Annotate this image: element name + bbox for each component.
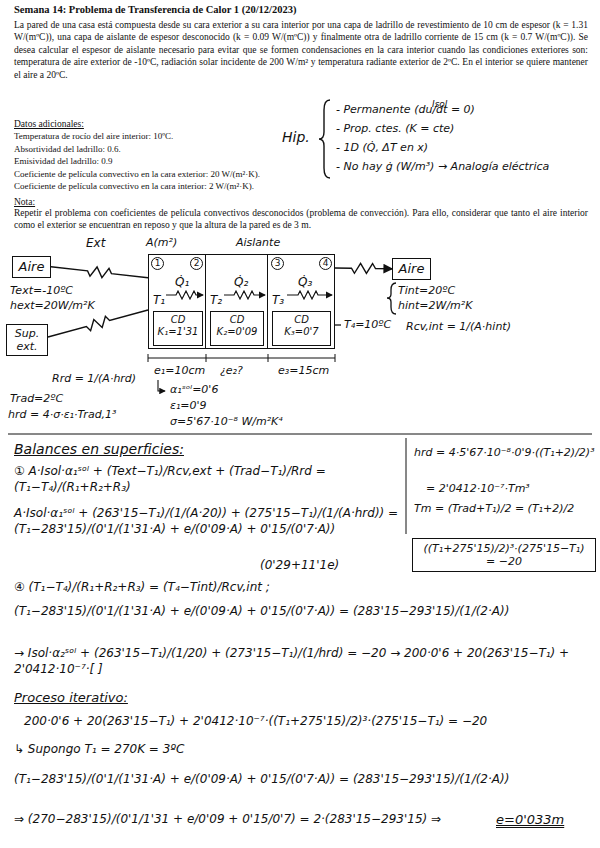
node-text: CD bbox=[275, 314, 328, 326]
interior-brace bbox=[387, 283, 396, 314]
page-title: Semana 14: Problema de Transferencia de … bbox=[14, 4, 297, 15]
resistor-wire bbox=[48, 310, 148, 337]
resistance-label: Rcv,int = 1/(A·hint) bbox=[406, 320, 511, 334]
hypothesis-item: - Prop. ctes. (K = cte) bbox=[336, 122, 454, 136]
callout-number: 3 bbox=[271, 257, 284, 270]
part-label: Aislante bbox=[236, 236, 280, 250]
equation: ↳ Supongo T₁ = 270K = 3ºC bbox=[14, 742, 184, 758]
dimension-label: e₃=15cm bbox=[278, 364, 329, 378]
condition-label: T₄=10ºC bbox=[344, 318, 391, 332]
resistor-symbol bbox=[287, 291, 332, 299]
result: e=0'033m bbox=[496, 812, 564, 829]
dimension-tick bbox=[268, 354, 269, 362]
hypothesis-brace bbox=[319, 100, 330, 178]
node-text: K₂=0'09 bbox=[213, 326, 261, 338]
equation: = 2'0412·10⁻⁷·Tm³ bbox=[426, 482, 530, 496]
note-text: Repetir el problema con coeficientes de … bbox=[14, 208, 588, 231]
node-text: K₁=1'31 bbox=[156, 326, 200, 338]
hook-arrow bbox=[158, 380, 165, 391]
resistor-symbol bbox=[166, 291, 203, 299]
data-line: Coeficiente de película convectivo en la… bbox=[14, 181, 254, 193]
wall-layer: T₁ Q̇₁ CDK₁=1'31 bbox=[148, 254, 206, 349]
node-text: Q̇₂ bbox=[234, 275, 248, 289]
property-label: α₁ˢᵒˡ=0'6 bbox=[170, 383, 218, 397]
equation: ⇒ (270−283'15)/(0'1/1'31 + e/0'09 + 0'15… bbox=[14, 812, 484, 828]
equation: ① A·Isol·α₁ˢᵒˡ + (Text−T₁)/Rcv,ext + (Tr… bbox=[14, 464, 402, 495]
node-text: CD bbox=[213, 314, 261, 326]
resistance-label: Rrd = 1/(A·hrd) bbox=[52, 372, 136, 386]
hypothesis-heading: Hip. bbox=[282, 128, 310, 146]
node-text: T₁ bbox=[153, 293, 165, 307]
equation: (0'29+11'1e) bbox=[260, 558, 339, 574]
node-text: Q̇₃ bbox=[298, 275, 312, 289]
node-text: Aire bbox=[398, 261, 425, 277]
data-line: Absortividad del ladrillo: 0.6. bbox=[14, 144, 121, 156]
conduction-box: CDK₂=0'09 bbox=[210, 311, 264, 346]
data-line: Coeficiente de película convectivo en la… bbox=[14, 169, 260, 181]
callout-number: 2 bbox=[190, 257, 203, 270]
conduction-box: CDK₁=1'31 bbox=[153, 311, 203, 346]
dimension-line bbox=[148, 358, 335, 359]
node-text: CD bbox=[156, 314, 200, 326]
equation: A·Isol·α₁ˢᵒˡ + (263'15−T₁)/(1/(A·20)) + … bbox=[14, 506, 402, 537]
condition-label: hext=20W/m²K bbox=[10, 299, 95, 313]
property-label: ε₁=0'9 bbox=[170, 399, 207, 413]
equation: (T₁−283'15)/(0'1/(1'31·A) + e/(0'09·A) +… bbox=[14, 772, 594, 788]
result-box: ((T₁+275'15)/2)³·(275'15−T₁) = −20 bbox=[412, 538, 596, 572]
data-line: Temperatura de rocío del aire interior: … bbox=[14, 131, 173, 143]
wall-layer: T₂ Q̇₂ CDK₂=0'09 bbox=[206, 254, 268, 349]
hypothesis-item: - Permanente (du/dt = 0) bbox=[336, 103, 475, 117]
hypothesis-item: - 1D (Q̇, ΔT en x) bbox=[336, 141, 428, 155]
data-line: Emisividad del ladrillo: 0.9 bbox=[14, 156, 113, 168]
node-text: T₂ bbox=[210, 293, 222, 307]
resistor-wire bbox=[51, 267, 148, 278]
wall-layer: T₃ Q̇₃ CDK₃=0'7 bbox=[268, 254, 335, 349]
air-box: Aire bbox=[12, 256, 51, 278]
condition-label: Trad=2ºC bbox=[10, 392, 63, 406]
part-label: Ext bbox=[86, 236, 105, 252]
section-heading: Nota: bbox=[14, 196, 35, 208]
dimension-tick bbox=[335, 354, 336, 362]
formula: hrd = 4·σ·ε₁·Trad,1³ bbox=[8, 408, 117, 422]
dimension-tick bbox=[148, 354, 149, 362]
section-rule bbox=[8, 434, 592, 435]
equation: ④ (T₁−T₄)/(R₁+R₂+R₃) = (T₄−Tint)/Rcv,int… bbox=[14, 580, 270, 596]
section-heading: Proceso iterativo: bbox=[14, 690, 128, 707]
dimension-tick bbox=[206, 354, 207, 362]
problem-text: La pared de una casa está compuesta desd… bbox=[14, 19, 588, 81]
resistor-wire bbox=[335, 263, 392, 273]
section-heading: Datos adicionales: bbox=[14, 118, 84, 130]
leader-line bbox=[335, 324, 341, 325]
hypothesis-item: - No hay ġ (W/m³) → Analogía eléctrica bbox=[336, 160, 549, 174]
part-label: A(m²) bbox=[146, 236, 177, 250]
node-text: Aire bbox=[18, 259, 45, 275]
node-text: ((T₁+275'15)/2)³·(275'15−T₁) = −20 bbox=[418, 542, 590, 568]
conduction-box: CDK₃=0'7 bbox=[272, 311, 331, 346]
property-label: σ=5'67·10⁻⁸ W/m²K⁴ bbox=[170, 415, 283, 429]
surface-box: Sup. ext. bbox=[6, 324, 48, 356]
node-text: T₃ bbox=[272, 293, 284, 307]
node-text: Sup. ext. bbox=[10, 327, 44, 353]
column-divider bbox=[406, 438, 407, 534]
condition-label: Tint=20ºC bbox=[398, 284, 455, 298]
callout-number: 1 bbox=[151, 257, 164, 270]
equation: 200·0'6 + 20(263'15−T₁) + 2'0412·10⁻⁷·((… bbox=[24, 714, 594, 730]
dimension-label: e₁=10cm bbox=[154, 364, 205, 378]
callout-number: 4 bbox=[319, 257, 332, 270]
dimension-label: ¿e₂? bbox=[220, 364, 243, 378]
section-heading: Balances en superficies: bbox=[14, 440, 184, 458]
equation: Tm = (Trad+T₁)/2 = (T₁+2)/2 bbox=[414, 502, 596, 516]
equation: hrd = 4·5'67·10⁻⁸·0'9·((T₁+2)/2)³ bbox=[414, 446, 596, 460]
resistor-symbol bbox=[224, 291, 265, 299]
equation: (T₁−283'15)/(0'1/(1'31·A) + e/(0'09·A) +… bbox=[14, 604, 594, 620]
air-box: Aire bbox=[392, 258, 431, 280]
node-text: Q̇₁ bbox=[175, 275, 189, 289]
condition-label: Text=-10ºC bbox=[10, 284, 73, 298]
equation: → Isol·α₂ˢᵒˡ + (263'15−T₁)/(1/20) + (273… bbox=[14, 646, 594, 677]
node-text: K₃=0'7 bbox=[275, 326, 328, 338]
condition-label: hint=2W/m²K bbox=[398, 299, 472, 313]
